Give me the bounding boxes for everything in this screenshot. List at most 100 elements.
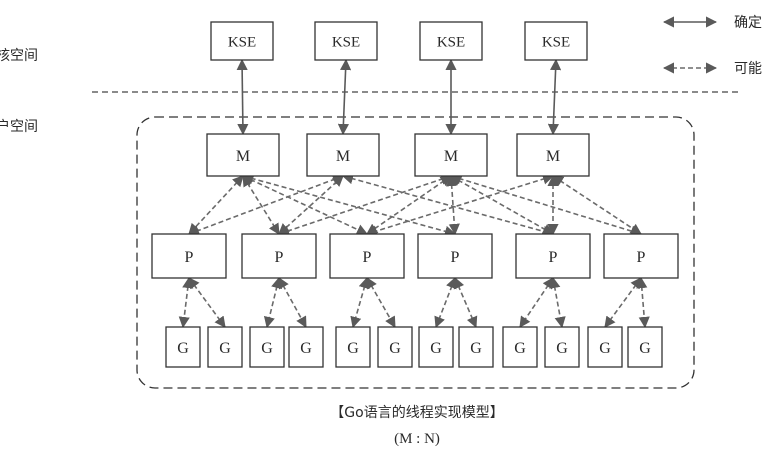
user-space-label: 户空间 — [0, 118, 38, 135]
g-box-label: G — [514, 340, 526, 357]
g-box: G — [458, 326, 494, 368]
kse-m-definite-edge — [547, 58, 562, 136]
m-p-possible-edge — [277, 173, 453, 237]
p-box: P — [603, 233, 679, 279]
kse-m-definite-edge — [337, 58, 352, 136]
g-box: G — [207, 326, 243, 368]
kse-box-frame — [524, 21, 588, 61]
g-box-frame — [377, 326, 413, 368]
g-box-frame — [165, 326, 201, 368]
g-box-label: G — [177, 340, 189, 357]
p-box: P — [241, 233, 317, 279]
g-box: G — [335, 326, 371, 368]
m-p-possible-edge — [341, 173, 555, 237]
g-box-label: G — [347, 340, 359, 357]
g-box-frame — [249, 326, 285, 368]
m-box-frame — [306, 133, 380, 177]
g-box-label: G — [300, 340, 312, 357]
kse-m-definite-edge — [236, 58, 249, 136]
m-p-possible-edge — [365, 173, 555, 237]
p-box: P — [151, 233, 227, 279]
g-box: G — [587, 326, 623, 368]
user-space-container — [136, 116, 695, 389]
m-p-possible-edge — [449, 173, 643, 237]
kse-box-label: KSE — [542, 34, 570, 50]
kse-box-label: KSE — [437, 34, 465, 50]
g-box-frame — [587, 326, 623, 368]
g-box-label: G — [639, 340, 651, 357]
m-p-possible-edge — [450, 175, 554, 235]
m-p-possible-edge — [188, 175, 244, 235]
g-box-frame — [627, 326, 663, 368]
edges — [178, 58, 650, 329]
m-p-possible-edge — [278, 175, 344, 235]
kse-box-label: KSE — [228, 34, 256, 50]
p-g-possible-edge — [366, 277, 396, 328]
g-box-label: G — [261, 340, 273, 357]
m-box-frame — [414, 133, 488, 177]
p-g-possible-edge — [604, 277, 642, 328]
kse-box: KSE — [210, 21, 274, 61]
m-box-label: M — [236, 148, 250, 165]
p-box-label: P — [185, 249, 194, 266]
p-box-frame — [329, 233, 405, 279]
g-box-frame — [207, 326, 243, 368]
legend-possible-label: 可能 — [734, 61, 762, 77]
p-g-possible-edge — [519, 277, 554, 328]
m-box: M — [306, 133, 380, 177]
m-p-possible-edge — [446, 174, 460, 236]
g-box-frame — [418, 326, 454, 368]
p-box: P — [329, 233, 405, 279]
g-box-label: G — [389, 340, 401, 357]
g-box: G — [288, 326, 324, 368]
p-box-label: P — [275, 249, 284, 266]
p-g-possible-edge — [263, 276, 283, 329]
g-box: G — [502, 326, 538, 368]
p-box-frame — [241, 233, 317, 279]
m-box-label: M — [336, 148, 350, 165]
g-box-label: G — [430, 340, 442, 357]
ratio-caption: (M : N) — [394, 431, 440, 447]
g-box-frame — [458, 326, 494, 368]
p-g-possible-edge — [549, 276, 566, 329]
g-box-frame — [544, 326, 580, 368]
p-box: P — [515, 233, 591, 279]
m-p-possible-edge — [552, 175, 642, 235]
m-box-frame — [206, 133, 280, 177]
m-p-possible-edge — [366, 175, 452, 235]
g-box-label: G — [219, 340, 231, 357]
g-box-frame — [335, 326, 371, 368]
m-box: M — [414, 133, 488, 177]
kse-box-frame — [210, 21, 274, 61]
diagram-caption: 【Go语言的线程实现模型】 — [330, 405, 503, 421]
m-box: M — [206, 133, 280, 177]
m-box-label: M — [546, 148, 560, 165]
p-box-label: P — [549, 249, 558, 266]
p-box-label: P — [363, 249, 372, 266]
g-box-frame — [502, 326, 538, 368]
kse-box: KSE — [314, 21, 378, 61]
kse-box: KSE — [419, 21, 483, 61]
p-box: P — [417, 233, 493, 279]
p-g-possible-edge — [178, 276, 194, 329]
g-box-label: G — [556, 340, 568, 357]
p-box-frame — [603, 233, 679, 279]
p-box-label: P — [451, 249, 460, 266]
p-box-label: P — [637, 249, 646, 266]
g-box: G — [249, 326, 285, 368]
p-g-possible-edge — [188, 277, 226, 328]
kse-box: KSE — [524, 21, 588, 61]
p-box-frame — [151, 233, 227, 279]
p-box-frame — [515, 233, 591, 279]
p-g-possible-edge — [278, 277, 307, 328]
p-g-possible-edge — [434, 276, 457, 329]
p-g-possible-edge — [453, 276, 478, 329]
g-box: G — [165, 326, 201, 368]
kse-box-label: KSE — [332, 34, 360, 50]
p-g-possible-edge — [636, 276, 650, 329]
legend-definite-label: 确定 — [734, 15, 762, 31]
legend: 确定 可能 — [662, 15, 762, 77]
